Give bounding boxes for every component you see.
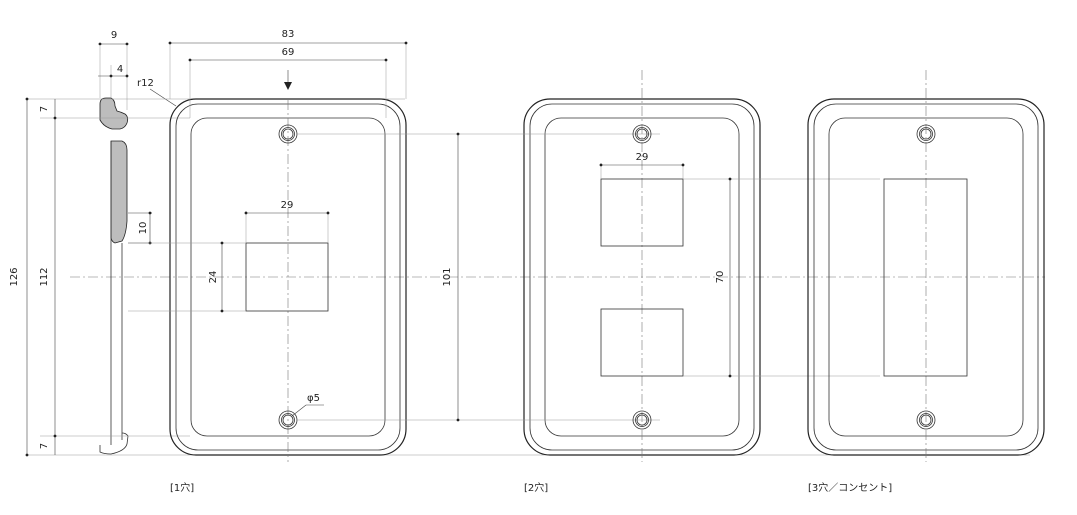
dim-opening-height-1-label: 24: [208, 271, 219, 284]
down-arrow-icon: [284, 70, 292, 90]
dim-side-step-label: 4: [117, 64, 123, 75]
dim-top-margin-label: 7: [39, 106, 50, 112]
dim-side-step: 4: [98, 64, 129, 78]
plate-one-hole: [169, 98, 407, 462]
dim-overall-height-label: 126: [9, 267, 20, 286]
screw-top-two: [632, 124, 652, 144]
caption-two-hole: [2穴]: [524, 481, 548, 494]
dim-inner-width-label: 69: [282, 47, 295, 58]
dim-opening-pitch-2: 70: [683, 177, 880, 378]
screw-bottom-three: [916, 410, 936, 430]
caption-one-hole: [1穴]: [170, 481, 194, 494]
dim-side-depth-label: 9: [111, 30, 117, 41]
dim-side-depth: 9: [98, 30, 129, 46]
dim-inner-width: 69: [188, 47, 388, 118]
dim-overall-width: 83: [168, 29, 408, 99]
side-view: [99, 46, 129, 455]
dim-opening-pitch-2-label: 70: [715, 271, 726, 284]
dim-overall-width-label: 83: [282, 29, 295, 40]
dim-inner-height: 112: [39, 99, 57, 455]
dim-opening-width-1: 29: [244, 200, 330, 243]
dim-overall-height: 126: [9, 97, 29, 457]
screw-bottom-two: [632, 410, 652, 430]
caption-three-hole: [3穴／コンセント]: [808, 481, 892, 494]
screw-top-one: [278, 124, 298, 144]
dim-inner-height-label: 112: [39, 267, 50, 286]
opening-two-top: [600, 178, 684, 247]
dim-opening-width-2-label: 29: [636, 152, 649, 163]
dim-screw-hole: φ5: [291, 393, 324, 417]
dim-screw-pitch-label: 101: [442, 267, 453, 286]
opening-three: [883, 178, 968, 377]
side-profile-mid-section: [110, 140, 128, 244]
plate-three-hole: [807, 70, 1045, 462]
dim-corner-radius: r12: [137, 78, 177, 107]
dim-opening-width-1-label: 29: [281, 200, 294, 211]
plate-two-hole: [460, 70, 761, 462]
dim-screw-hole-label: φ5: [307, 393, 320, 404]
dim-bottom-margin-label: 7: [39, 443, 50, 449]
dim-side-notch: 10: [128, 211, 152, 245]
dim-opening-height-1: 24: [128, 241, 246, 313]
dim-opening-width-2: 29: [599, 152, 685, 179]
dim-corner-radius-label: r12: [137, 78, 154, 89]
dim-screw-pitch: 101: [296, 132, 460, 422]
opening-two-bottom: [600, 308, 684, 377]
screw-bottom-one: [278, 410, 298, 430]
side-profile-bottom-curve: [99, 432, 129, 455]
opening-one: [245, 242, 329, 312]
screw-top-three: [916, 124, 936, 144]
side-profile-top-section: [99, 97, 129, 130]
dim-side-notch-label: 10: [138, 222, 149, 235]
